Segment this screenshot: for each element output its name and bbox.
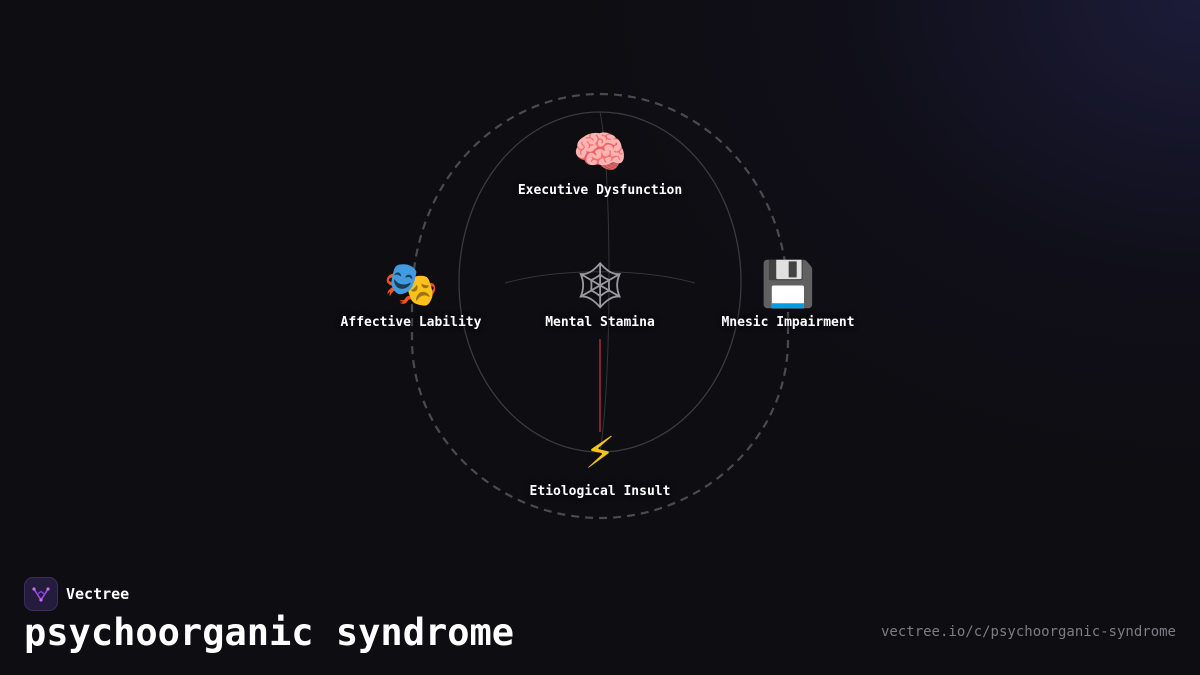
- theater-masks-icon: 🎭: [383, 259, 439, 310]
- node-label: Affective Lability: [340, 315, 482, 330]
- page-title: psychoorganic syndrome: [24, 611, 515, 654]
- node-affective-lability[interactable]: 🎭 Affective Lability: [301, 259, 521, 330]
- node-label: Etiological Insult: [529, 484, 671, 499]
- outer-dashed-ring: [410, 92, 790, 520]
- node-executive-dysfunction[interactable]: 🧠 Executive Dysfunction: [490, 127, 710, 198]
- node-etiological-insult[interactable]: ⚡ Etiological Insult: [490, 428, 710, 499]
- lightning-icon: ⚡: [584, 428, 616, 479]
- page-url[interactable]: vectree.io/c/psychoorganic-syndrome: [880, 624, 1176, 640]
- vertical-curve: [599, 111, 610, 453]
- brain-icon: 🧠: [572, 127, 628, 178]
- brand-name: Vectree: [66, 585, 130, 603]
- spider-web-icon: 🕸: [570, 258, 630, 312]
- node-label: Mnesic Impairment: [721, 315, 855, 330]
- vectree-logo-icon: [24, 577, 58, 611]
- floppy-disk-icon: 💾: [760, 259, 816, 310]
- horizontal-curve: [504, 271, 696, 284]
- node-label: Mental Stamina: [545, 315, 655, 330]
- brand[interactable]: Vectree: [24, 577, 129, 611]
- node-mnesic-impairment[interactable]: 💾 Mnesic Impairment: [678, 259, 898, 330]
- node-label: Executive Dysfunction: [517, 183, 683, 198]
- node-mental-stamina[interactable]: 🕸 Mental Stamina: [490, 259, 710, 330]
